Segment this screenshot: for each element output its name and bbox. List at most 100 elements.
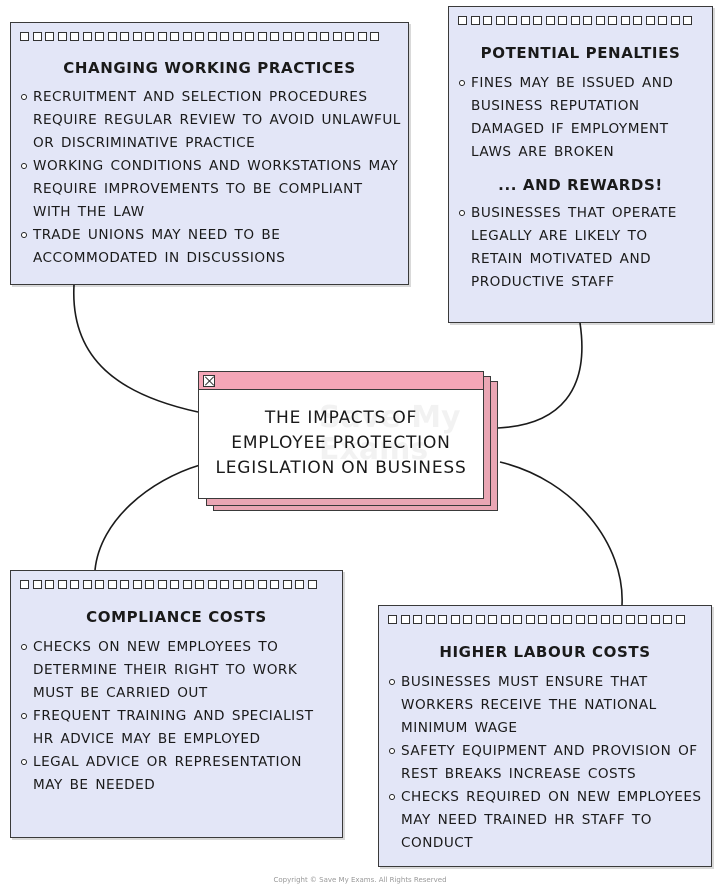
connector-top-left [73, 284, 199, 413]
list-item: BUSINESSES THAT OPERATE LEGALLY ARE LIKE… [459, 202, 706, 294]
binding-square [95, 579, 104, 589]
binding-square [82, 31, 92, 41]
binding-square [583, 15, 592, 25]
list-item: TRADE UNIONS MAY NEED TO BE ACCOMMODATED… [21, 224, 402, 270]
list-item-text: FREQUENT TRAINING AND SPECIALIST HR ADVI… [33, 708, 314, 747]
binding-square [570, 15, 580, 25]
binding-square [608, 15, 617, 25]
binding-square [670, 15, 680, 25]
binding-square [145, 579, 154, 589]
binding-square [245, 31, 254, 41]
binding-square [538, 614, 547, 624]
list-item: FINES MAY BE ISSUED AND BUSINESS REPUTAT… [459, 72, 706, 164]
binding-square [645, 15, 655, 25]
binding-square [413, 614, 422, 624]
central-topic-box: Save My Exams THE IMPACTS OF EMPLOYEE PR… [198, 371, 484, 499]
bullet-icon [459, 210, 465, 216]
binding-square [620, 15, 630, 25]
binding-square [20, 31, 29, 41]
card-title: HIGHER LABOUR COSTS [439, 643, 651, 661]
binding-square [232, 31, 242, 41]
binding-square [270, 579, 279, 589]
binding-square [650, 614, 660, 624]
list-item-text: TRADE UNIONS MAY NEED TO BE ACCOMMODATED… [33, 227, 286, 266]
binding-square [388, 614, 397, 624]
binding-square [500, 614, 510, 624]
list-item: RECRUITMENT AND SELECTION PROCEDURES REQ… [21, 86, 402, 155]
binding-square [320, 31, 329, 41]
binding-square [625, 614, 635, 624]
list-item-text: WORKING CONDITIONS AND WORKSTATIONS MAY … [33, 158, 399, 220]
bullet-list: FINES MAY BE ISSUED AND BUSINESS REPUTAT… [449, 72, 712, 164]
bullet-icon [21, 759, 27, 765]
list-item-text: RECRUITMENT AND SELECTION PROCEDURES REQ… [33, 89, 401, 151]
list-item: FREQUENT TRAINING AND SPECIALIST HR ADVI… [21, 705, 336, 751]
binding-square [513, 614, 522, 624]
binding-square [438, 614, 447, 624]
binding-square [132, 31, 142, 41]
notepad-binding [11, 571, 342, 591]
list-item: CHECKS REQUIRED ON NEW EMPLOYEES MAY NEE… [389, 786, 705, 855]
binding-square [157, 579, 167, 589]
binding-square [295, 579, 304, 589]
binding-square [282, 31, 292, 41]
binding-square [475, 614, 485, 624]
close-icon [203, 374, 215, 387]
list-item: CHECKS ON NEW EMPLOYEES TO DETERMINE THE… [21, 636, 336, 705]
binding-square [563, 614, 572, 624]
list-item: WORKING CONDITIONS AND WORKSTATIONS MAY … [21, 155, 402, 224]
binding-square [370, 31, 379, 41]
binding-square [458, 15, 467, 25]
binding-square [157, 31, 167, 41]
window-title-bar [199, 372, 483, 390]
binding-square [545, 15, 555, 25]
bullet-icon [389, 679, 395, 685]
binding-square [558, 15, 567, 25]
binding-square [550, 614, 560, 624]
binding-square [57, 31, 67, 41]
list-item: BUSINESSES MUST ENSURE THAT WORKERS RECE… [389, 671, 705, 740]
binding-square [45, 579, 54, 589]
list-item: SAFETY EQUIPMENT AND PROVISION OF REST B… [389, 740, 705, 786]
binding-square [638, 614, 647, 624]
binding-square [270, 31, 279, 41]
list-item-text: BUSINESSES MUST ENSURE THAT WORKERS RECE… [401, 674, 657, 736]
binding-square [145, 31, 154, 41]
binding-square [357, 31, 367, 41]
binding-square [70, 31, 79, 41]
card-title: COMPLIANCE COSTS [86, 608, 267, 626]
binding-square [70, 579, 79, 589]
connector-bottom-right [499, 461, 623, 606]
list-item-text: FINES MAY BE ISSUED AND BUSINESS REPUTAT… [471, 75, 674, 160]
binding-square [182, 31, 192, 41]
bullet-icon [389, 794, 395, 800]
notepad-binding [449, 7, 712, 27]
binding-square [207, 31, 217, 41]
binding-square [658, 15, 667, 25]
binding-square [220, 579, 229, 589]
bullet-icon [21, 94, 27, 100]
bullet-icon [21, 713, 27, 719]
binding-square [307, 31, 317, 41]
binding-square [307, 579, 317, 589]
binding-square [107, 31, 117, 41]
card-changing-working-practices: CHANGING WORKING PRACTICES RECRUITMENT A… [10, 22, 409, 285]
binding-square [170, 31, 179, 41]
binding-square [345, 31, 354, 41]
bullet-list: BUSINESSES THAT OPERATE LEGALLY ARE LIKE… [449, 202, 712, 294]
binding-square [520, 15, 530, 25]
binding-square [533, 15, 542, 25]
card-title: CHANGING WORKING PRACTICES [63, 59, 356, 77]
bullet-list: RECRUITMENT AND SELECTION PROCEDURES REQ… [11, 86, 408, 270]
bullet-list: BUSINESSES MUST ENSURE THAT WORKERS RECE… [379, 671, 711, 855]
notepad-binding [379, 606, 711, 626]
binding-square [683, 15, 692, 25]
binding-square [195, 31, 204, 41]
central-topic-line: THE IMPACTS OF [264, 408, 418, 428]
connector-top-right [497, 322, 583, 429]
binding-square [182, 579, 192, 589]
binding-square [633, 15, 642, 25]
bullet-icon [459, 80, 465, 86]
central-topic-text: THE IMPACTS OF EMPLOYEE PROTECTION LEGIS… [199, 406, 483, 481]
